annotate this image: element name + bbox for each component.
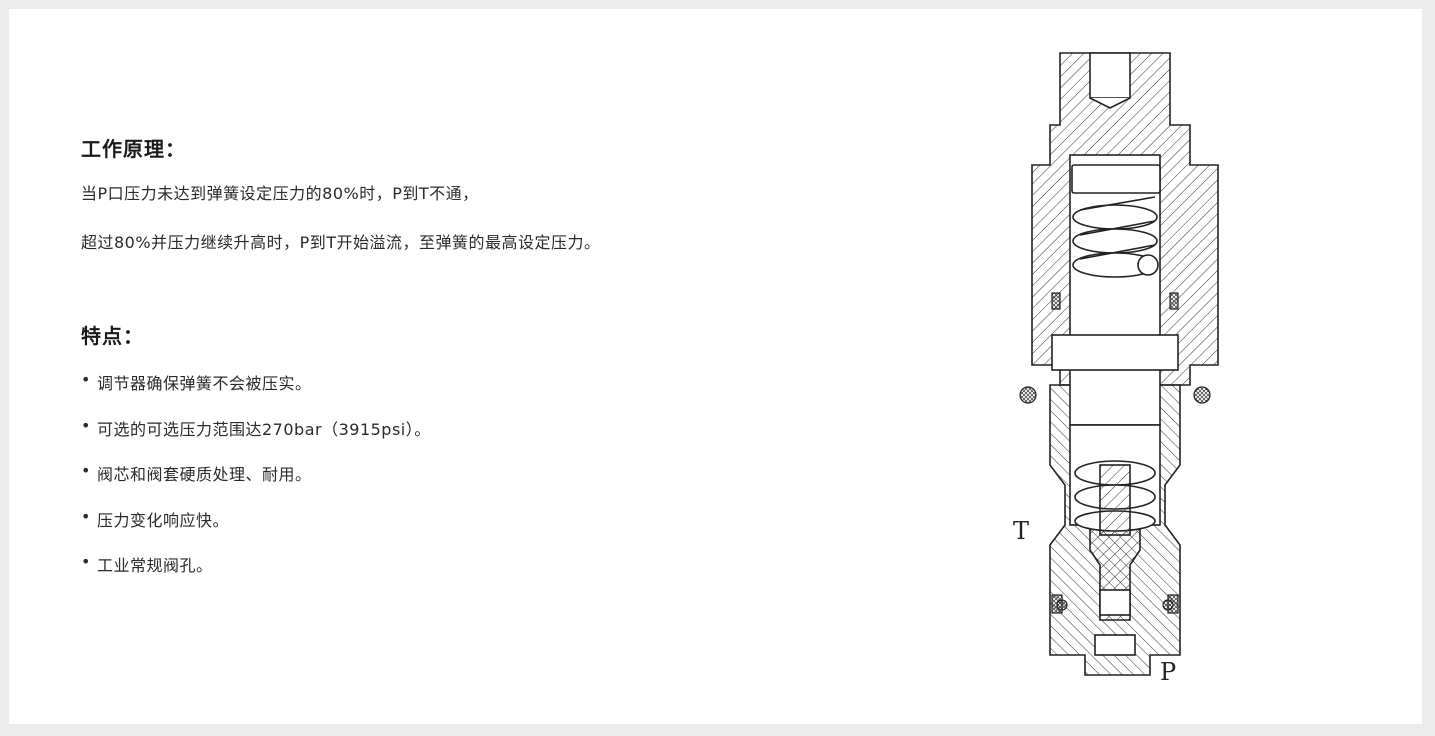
features-list: • 调节器确保弹簧不会被压实。 • 可选的可选压力范围达270bar（3915psi… (81, 370, 431, 598)
bullet-icon: • (81, 370, 91, 389)
spring-lower (1074, 460, 1156, 536)
feature-item: • 工业常规阀孔。 (81, 552, 431, 598)
feature-item: • 可选的可选压力范围达270bar（3915psi）。 (81, 416, 431, 462)
principle-line-2: 超过80%并压力继续升高时，P到T开始溢流，至弹簧的最高设定压力。 (81, 233, 601, 252)
bullet-icon: • (81, 552, 91, 571)
feature-item: • 压力变化响应快。 (81, 507, 431, 553)
feature-text: 压力变化响应快。 (97, 510, 230, 530)
valve-cross-section-diagram (1019, 52, 1219, 676)
feature-item: • 阀芯和阀套硬质处理、耐用。 (81, 461, 431, 507)
feature-text: 调节器确保弹簧不会被压实。 (97, 374, 312, 393)
feature-text: 工业常规阀孔。 (97, 556, 213, 575)
principle-heading: 工作原理： (81, 137, 186, 161)
feature-text: 阀芯和阀套硬质处理、耐用。 (97, 465, 312, 484)
features-heading: 特点： (81, 324, 144, 348)
principle-line-1: 当P口压力未达到弹簧设定压力的80%时，P到T不通， (81, 184, 479, 203)
spring-upper (1071, 164, 1161, 278)
o-rings (1019, 292, 1211, 614)
valve-outline (1031, 52, 1219, 676)
feature-item: • 调节器确保弹簧不会被压实。 (81, 370, 431, 416)
bullet-icon: • (81, 415, 91, 435)
port-p-label: P (1160, 658, 1177, 686)
feature-text: 可选的可选压力范围达270bar（3915psi）。 (97, 419, 431, 439)
bullet-icon: • (81, 461, 91, 480)
bullet-icon: • (81, 506, 91, 526)
port-t-label: T (1013, 517, 1030, 545)
